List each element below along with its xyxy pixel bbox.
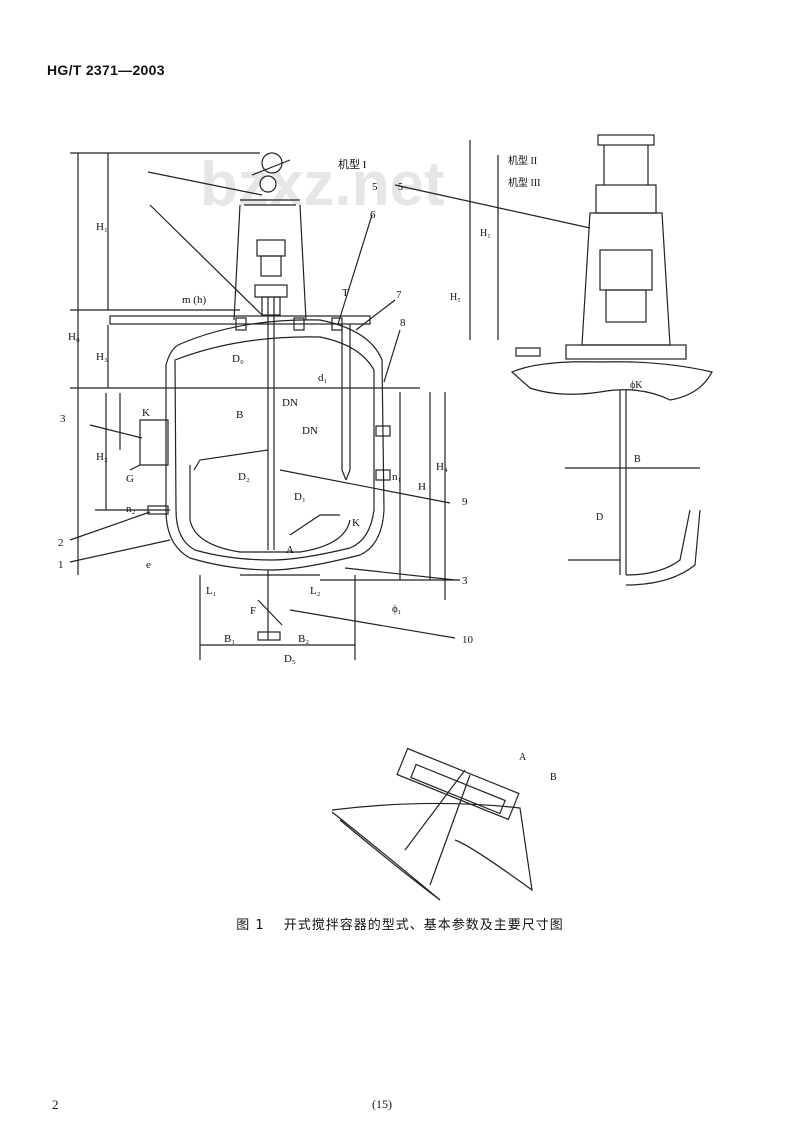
leader-number: 2 [58,537,64,549]
g-left-label: G [126,473,134,485]
detail-b-label: B [550,772,557,783]
h3-label: H₃ [96,351,108,363]
leader-number: 7 [396,289,402,301]
leader-number: 3 [60,413,66,425]
d2-label: D₂ [238,471,250,483]
figure-caption: 图 1 开式搅拌容器的型式、基本参数及主要尺寸图 [0,914,800,933]
b1-label: B₁ [224,633,235,645]
d5-label: D₅ [284,653,296,665]
motor-type-label: 机型 III [508,176,541,189]
e-label: e [146,559,151,571]
t-label: T [342,287,349,299]
watermark: bzxz.net [200,150,445,219]
h4-label: H₄ [436,461,448,473]
h1-label: H₁ [96,221,108,233]
a-label: A [286,544,294,556]
detail-view [331,747,533,901]
dn1-label: DN [282,397,298,409]
n2-label: n₂ [126,503,136,515]
m-h-label: m (h) [182,294,206,306]
h0-label: H₀ [68,331,80,343]
figure-title: 开式搅拌容器的型式、基本参数及主要尺寸图 [283,918,564,933]
side-d-label: D [596,512,603,523]
footer-mark: (15) [372,1097,392,1111]
k-left-label: K [142,407,150,419]
l-right-label: L₂ [310,585,321,597]
leader-number: 9 [462,496,468,508]
main-view-labels: 机型 I H₁ H₀ H₃ m (h) D₀ T d₁ DN B DN K H₂… [58,157,474,665]
d1-small-label: d₁ [318,372,328,384]
main-view [69,152,460,660]
side-view-labels: 机型 II 机型 III 5 H₁ H₅ ϕK B D [398,154,643,523]
page-number: 2 [52,1097,59,1112]
h2-label: H₂ [96,451,108,463]
leader-number: 10 [462,634,474,646]
d0-label: D₀ [232,353,244,365]
motor-type-label: 机型 II [508,154,537,167]
motor-model-label: 机型 I [338,157,367,171]
phi1-label: ϕ₁ [392,603,402,615]
dk-label: ϕK [630,380,643,391]
hs-label: H₅ [450,292,461,303]
dn2-label: DN [302,425,318,437]
side-view [394,134,713,586]
d1-label: D₁ [294,491,306,503]
figure-number: 图 1 [236,918,265,933]
leader-number: 8 [400,317,406,329]
h-label: H [418,481,426,493]
f-label: F [250,605,256,617]
leader-number: 3 [462,575,468,587]
n1-label: n₁ [392,471,402,483]
b2-label: B₂ [298,633,309,645]
l-left-label: L₁ [206,585,217,597]
leader-number: 1 [58,559,64,571]
b-label: B [236,409,243,421]
k-right-label: K [352,517,360,529]
side-b-label: B [634,454,641,465]
side-h-label: H₁ [480,228,491,239]
leader-number: 5 [372,181,378,193]
detail-a-label: A [519,752,527,763]
standard-number: HG/T 2371—2003 [47,62,165,78]
detail-view-labels: A B [519,752,557,783]
leader-number: 6 [370,209,376,221]
five-label: 5 [398,182,403,193]
